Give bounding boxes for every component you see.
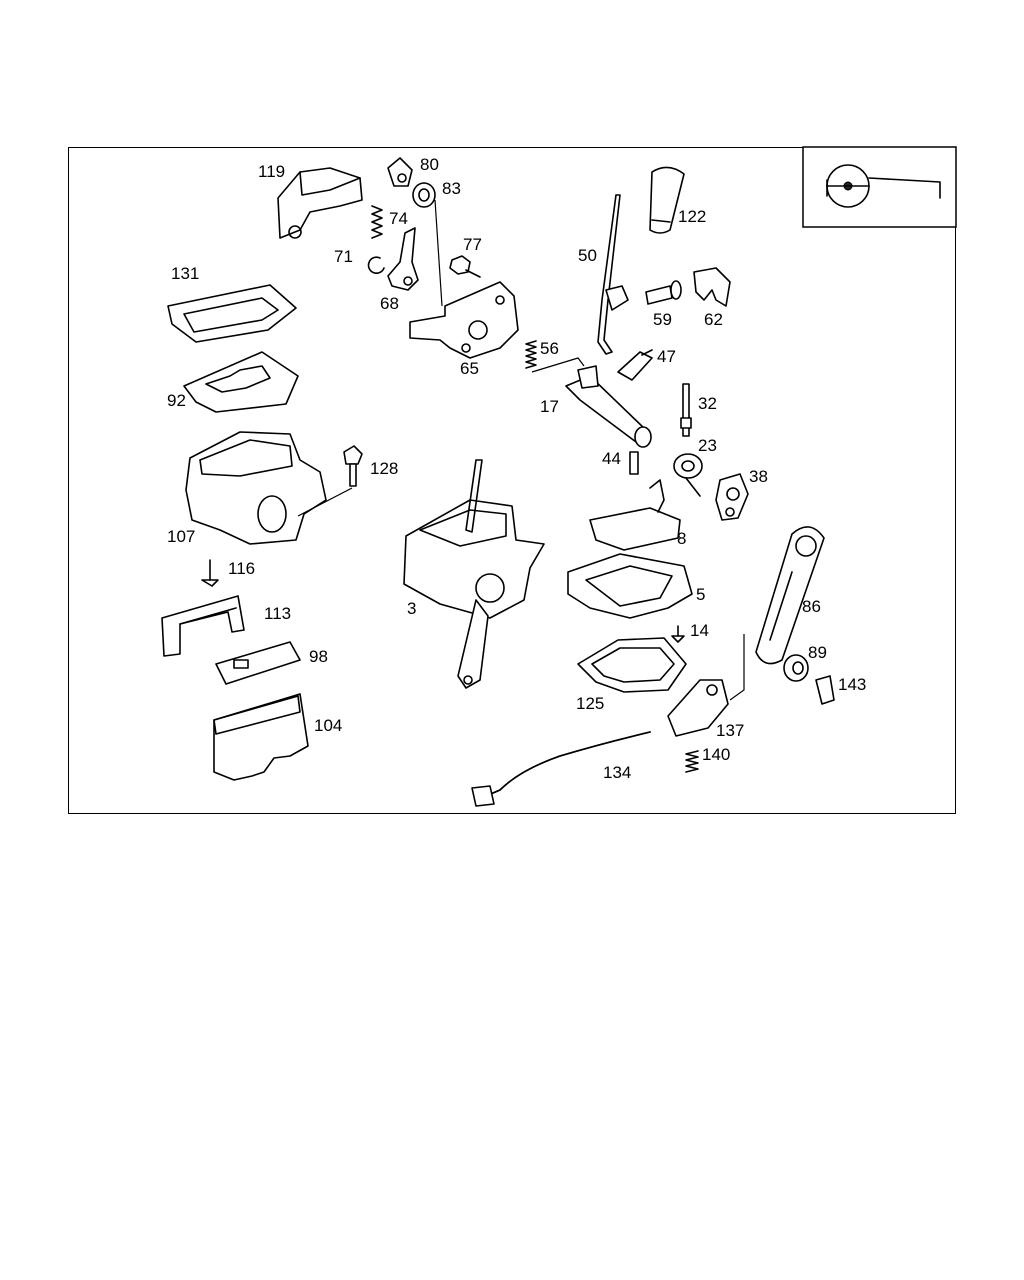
part-56-spring bbox=[525, 340, 537, 369]
callout-68: 68 bbox=[380, 294, 399, 313]
part-59-pin bbox=[645, 280, 682, 305]
part-143-clip bbox=[815, 675, 835, 705]
callout-62: 62 bbox=[704, 310, 723, 329]
callout-56: 56 bbox=[540, 339, 559, 358]
callout-17: 17 bbox=[540, 397, 559, 416]
part-89-bushing bbox=[783, 654, 809, 682]
part-83-bushing bbox=[412, 182, 436, 208]
callout-122: 122 bbox=[678, 207, 706, 226]
callout-137: 137 bbox=[716, 721, 744, 740]
callout-113: 113 bbox=[264, 604, 291, 623]
callout-131: 131 bbox=[171, 264, 199, 283]
part-17-shaft bbox=[565, 365, 652, 448]
callout-38: 38 bbox=[749, 467, 768, 486]
part-77-bolt bbox=[449, 255, 481, 278]
callout-125: 125 bbox=[576, 694, 604, 713]
part-119-bracket bbox=[277, 167, 363, 239]
part-62-clip bbox=[693, 267, 731, 307]
callout-140: 140 bbox=[702, 745, 730, 764]
part-116-screw bbox=[201, 559, 219, 587]
callout-89: 89 bbox=[808, 643, 827, 662]
callout-44: 44 bbox=[602, 449, 621, 468]
part-113-cover-plate bbox=[161, 595, 245, 657]
callout-8: 8 bbox=[677, 529, 686, 548]
part-140-spring bbox=[685, 750, 699, 773]
part-80-cap bbox=[387, 157, 413, 187]
part-71-clip bbox=[367, 256, 385, 274]
callout-143: 143 bbox=[838, 675, 866, 694]
callout-128: 128 bbox=[370, 459, 398, 478]
part-92-cover bbox=[183, 351, 299, 413]
part-8-gate-plate bbox=[589, 479, 681, 551]
callout-14: 14 bbox=[690, 621, 709, 640]
part-68-lever bbox=[387, 227, 419, 291]
part-131-trim-frame bbox=[167, 284, 297, 343]
part-134-rod bbox=[471, 731, 651, 807]
part-98-switch bbox=[215, 641, 301, 685]
callout-116: 116 bbox=[228, 559, 255, 578]
part-125-gasket bbox=[577, 637, 687, 693]
callout-5: 5 bbox=[696, 585, 705, 604]
callout-104: 104 bbox=[314, 716, 342, 735]
part-38-link bbox=[715, 473, 749, 521]
part-14-screw bbox=[671, 625, 685, 643]
callout-98: 98 bbox=[309, 647, 328, 666]
callout-3: 3 bbox=[407, 599, 416, 618]
part-23-lever bbox=[673, 453, 703, 497]
callout-86: 86 bbox=[802, 597, 821, 616]
part-104-module bbox=[213, 693, 309, 781]
logo-box bbox=[802, 146, 957, 228]
part-32-pin bbox=[680, 383, 692, 437]
part-137-bracket bbox=[667, 679, 729, 737]
part-122-knob bbox=[649, 166, 685, 234]
callout-71: 71 bbox=[334, 247, 353, 266]
callout-65: 65 bbox=[460, 359, 479, 378]
steering-wheel-icon bbox=[826, 164, 941, 208]
part-107-housing bbox=[185, 431, 327, 545]
callout-92: 92 bbox=[167, 391, 186, 410]
part-74-spring bbox=[371, 205, 383, 239]
parts-diagram-frame bbox=[68, 147, 956, 814]
part-47-connector bbox=[617, 349, 653, 381]
callout-32: 32 bbox=[698, 394, 717, 413]
callout-119: 119 bbox=[258, 162, 285, 181]
part-3-shifter-assembly bbox=[403, 459, 545, 689]
callout-83: 83 bbox=[442, 179, 461, 198]
part-44-pin bbox=[629, 451, 639, 475]
part-50-shift-rod bbox=[597, 194, 629, 355]
callout-47: 47 bbox=[657, 347, 676, 366]
callout-77: 77 bbox=[463, 235, 482, 254]
callout-107: 107 bbox=[167, 527, 195, 546]
part-5-base bbox=[567, 553, 693, 619]
callout-80: 80 bbox=[420, 155, 439, 174]
callout-23: 23 bbox=[698, 436, 717, 455]
part-86-link-arm bbox=[755, 526, 825, 665]
callout-59: 59 bbox=[653, 310, 672, 329]
part-128-bolt bbox=[343, 445, 363, 487]
callout-50: 50 bbox=[578, 246, 597, 265]
callout-134: 134 bbox=[603, 763, 631, 782]
callout-74: 74 bbox=[389, 209, 408, 228]
part-65-plate bbox=[409, 281, 519, 359]
